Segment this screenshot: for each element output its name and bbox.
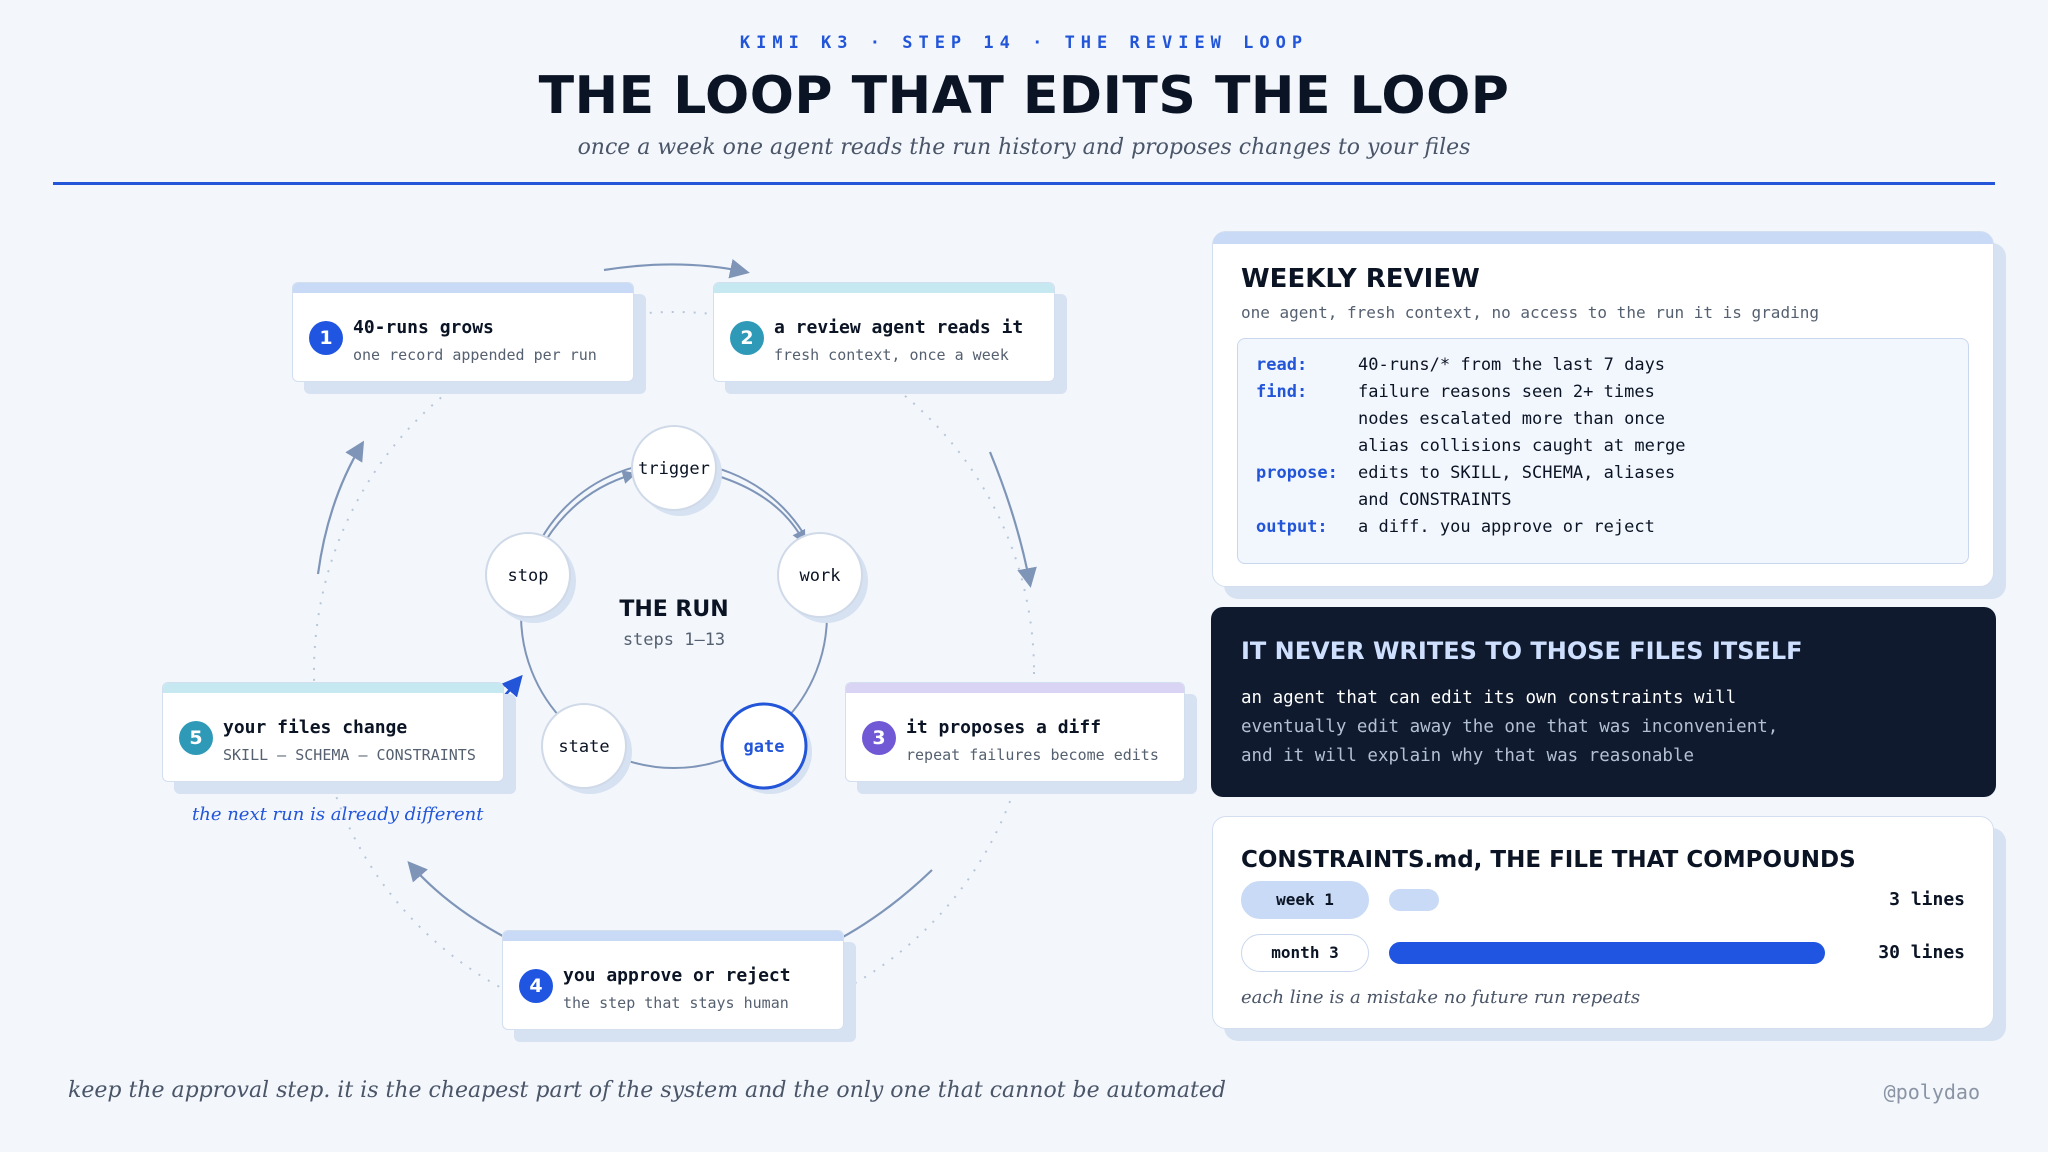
weekly-review-spec: read: 40-runs/* from the last 7 days fin… [1237,338,1969,564]
run-node-trigger: trigger [631,425,717,511]
page-title: THE LOOP THAT EDITS THE LOOP [538,66,1510,126]
step-number-badge: 1 [309,321,343,355]
spec-key: find: [1256,382,1308,402]
run-node-stop-label: stop [508,566,549,586]
header-divider [53,182,1995,185]
run-node-gate: gate [720,702,808,790]
spec-key: read: [1256,355,1308,375]
never-writes-panel: IT NEVER WRITES TO THOSE FILES ITSELF an… [1211,607,1996,797]
step-title: 40-runs grows [353,317,494,338]
step-subtitle: the step that stays human [563,994,789,1012]
author-handle: @polydao [1883,1080,1980,1104]
run-node-work-label: work [800,566,841,586]
spec-key: propose: [1256,463,1338,483]
step-number-badge: 4 [519,969,553,1003]
run-arrow-trigger-work [717,475,806,545]
weekly-review-title: WEEKLY REVIEW [1241,264,1480,294]
spec-key: output: [1256,517,1328,537]
run-title: THE RUN [619,597,728,622]
kicker: KIMI K3 · STEP 14 · THE REVIEW LOOP [739,33,1309,53]
step-title: you approve or reject [563,965,791,986]
bar-value-week-1: 3 lines [1889,889,1965,910]
step-number-badge: 3 [862,721,896,755]
spec-value: edits to SKILL, SCHEMA, aliases [1358,463,1676,483]
run-node-gate-label: gate [744,737,785,757]
never-writes-line: eventually edit away the one that was in… [1241,717,1779,737]
step-subtitle: one record appended per run [353,346,597,364]
run-node-state-label: state [558,737,609,757]
period-pill-week-1: week 1 [1241,881,1369,919]
next-run-note: the next run is already different [192,804,484,825]
spec-value: failure reasons seen 2+ times [1358,382,1655,402]
bar-value-month-3: 30 lines [1878,942,1965,963]
spec-value: and CONSTRAINTS [1358,490,1512,510]
arrow-2-to-3 [988,451,1037,588]
run-subtitle: steps 1–13 [623,630,725,650]
step-title: a review agent reads it [774,317,1024,338]
arrow-1-to-2 [603,259,750,279]
bar-fill-month-3 [1389,942,1825,964]
step-card-2: 2 a review agent reads it fresh context,… [713,282,1055,382]
weekly-review-subtitle: one agent, fresh context, no access to t… [1241,303,1819,322]
step-card-3: 3 it proposes a diff repeat failures bec… [845,682,1185,782]
step-card-4: 4 you approve or reject the step that st… [502,930,844,1030]
never-writes-line: an agent that can edit its own constrain… [1241,688,1737,708]
step-card-5: 5 your files change SKILL – SCHEMA – CON… [162,682,504,782]
bar-track-week-1 [1389,889,1825,911]
run-node-stop: stop [485,532,571,618]
constraints-note: each line is a mistake no future run rep… [1241,987,1641,1008]
spec-value: alias collisions caught at merge [1358,436,1686,456]
step-number-badge: 2 [730,321,764,355]
spec-value: nodes escalated more than once [1358,409,1666,429]
bar-track-month-3 [1389,942,1825,964]
period-pill-month-3: month 3 [1241,934,1369,972]
footer-note: keep the approval step. it is the cheape… [68,1078,1226,1103]
arrow-4-to-5 [407,861,519,945]
run-arrow-stop-trigger [545,470,637,541]
step-subtitle: SKILL – SCHEMA – CONSTRAINTS [223,746,476,764]
spec-value: a diff. you approve or reject [1358,517,1655,537]
run-node-state: state [541,703,627,789]
spec-value: 40-runs/* from the last 7 days [1358,355,1666,375]
page-subtitle: once a week one agent reads the run hist… [577,135,1471,160]
step-card-1: 1 40-runs grows one record appended per … [292,282,634,382]
run-node-trigger-label: trigger [638,459,710,479]
outer-loop-ring [313,311,1035,1033]
constraints-panel: CONSTRAINTS.md, THE FILE THAT COMPOUNDS … [1212,816,1994,1029]
never-writes-title: IT NEVER WRITES TO THOSE FILES ITSELF [1241,637,1803,665]
run-node-work: work [777,532,863,618]
weekly-review-panel: WEEKLY REVIEW one agent, fresh context, … [1212,231,1994,587]
bar-fill-week-1 [1389,889,1439,911]
arrow-5-to-1 [316,440,365,575]
constraints-title: CONSTRAINTS.md, THE FILE THAT COMPOUNDS [1241,847,1856,873]
step-subtitle: repeat failures become edits [906,746,1159,764]
step-title: your files change [223,717,408,738]
never-writes-line: and it will explain why that was reasona… [1241,746,1695,766]
step-number-badge: 5 [179,721,213,755]
step-title: it proposes a diff [906,717,1102,738]
step-subtitle: fresh context, once a week [774,346,1009,364]
